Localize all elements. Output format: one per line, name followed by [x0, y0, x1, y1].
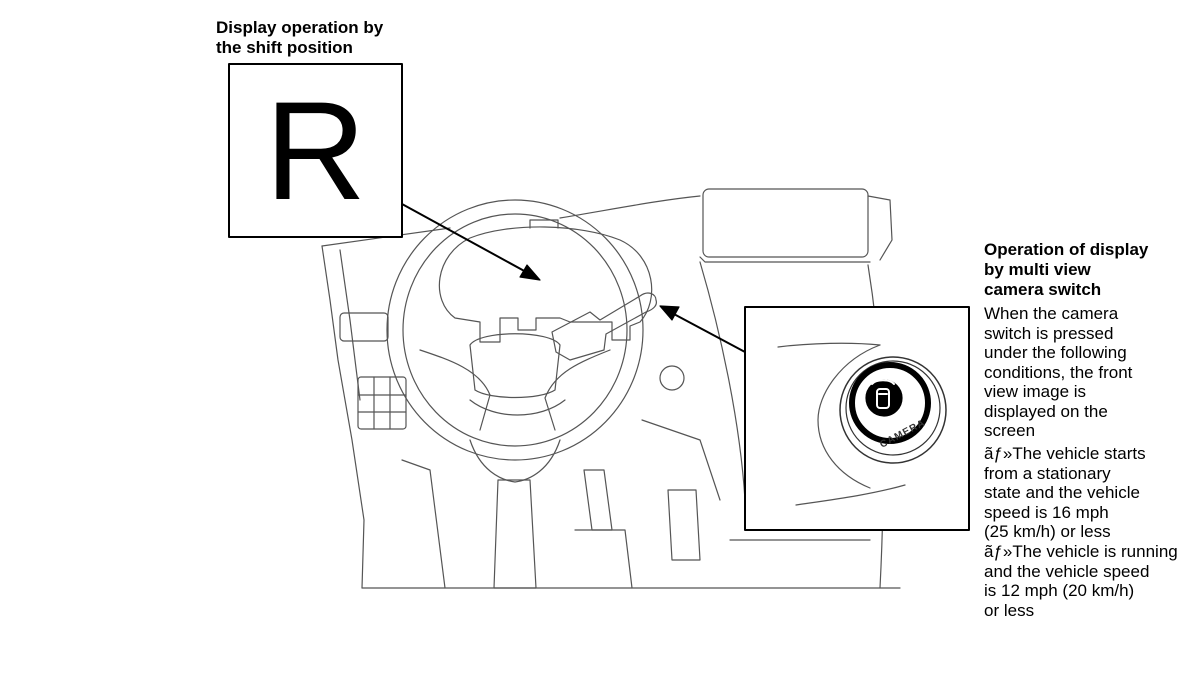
- camera-leader-line: [671, 312, 746, 353]
- camera-button-outer: [839, 356, 947, 464]
- lower-dash-right: [641, 419, 721, 501]
- wheel-hub: [469, 333, 561, 399]
- center-console: [699, 261, 746, 501]
- camera-switch-heading: Operation of display by multi view camer…: [984, 240, 1149, 299]
- footrest: [667, 489, 701, 561]
- wheel-spoke-right: [544, 349, 611, 431]
- left-vent: [339, 312, 389, 342]
- steering-wheel-rim: [386, 199, 644, 461]
- condition-item-1: ãƒ»The vehicle starts from a stationary …: [984, 444, 1146, 541]
- condition-item-2: ãƒ»The vehicle is running and the vehicl…: [984, 542, 1178, 620]
- wheel-lower: [469, 399, 566, 416]
- shift-leader-arrowhead: [519, 264, 541, 281]
- lower-dash-left: [401, 459, 446, 589]
- camera-switch-description: When the camera switch is pressed under …: [984, 304, 1133, 440]
- camera-switch-lever: [551, 292, 657, 361]
- detail-bezel-edge: [817, 344, 881, 489]
- shift-position-box: [228, 63, 403, 238]
- door-panel-line: [339, 249, 361, 401]
- switch-panel: [357, 376, 407, 430]
- dashboard-right-edge: [867, 195, 893, 261]
- camera-leader-arrowhead: [659, 305, 680, 321]
- car-camera-icon: [871, 379, 895, 409]
- camera-icon-disc: [865, 379, 903, 417]
- steering-wheel-inner: [402, 213, 628, 447]
- center-display: [702, 188, 869, 258]
- center-display-frame: [699, 256, 871, 263]
- accelerator-pedal: [583, 469, 613, 531]
- shift-leader-line: [401, 203, 529, 274]
- dashboard-top-right: [559, 195, 701, 219]
- detail-panel-line-top: [777, 342, 881, 348]
- switch-grid-v1: [373, 376, 391, 430]
- detail-panel-line-bottom: [795, 484, 906, 506]
- switch-grid-h1: [357, 394, 407, 413]
- shift-position-heading: Display operation by the shift position: [216, 18, 384, 57]
- wheel-spoke-left: [419, 349, 491, 431]
- cluster-tab: [529, 219, 559, 229]
- door-outline: [321, 245, 365, 589]
- start-button: [659, 365, 685, 391]
- instrument-cluster: [438, 226, 653, 343]
- shift-position-letter: R: [264, 71, 367, 229]
- brake-pedal: [493, 479, 537, 589]
- steering-column: [469, 439, 561, 483]
- camera-button-ring: [845, 360, 941, 456]
- accelerator-base: [574, 529, 633, 589]
